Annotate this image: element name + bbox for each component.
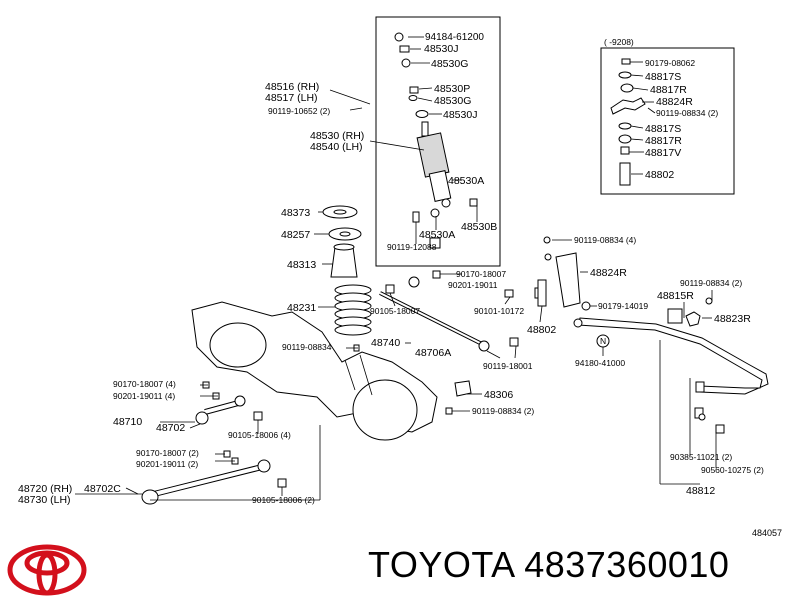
stabilizer-link: N <box>509 279 610 348</box>
label-90101-10172: 90101-10172 <box>474 306 524 316</box>
label-90170-18007-mid: 90170-18007 <box>456 269 506 279</box>
label-90179-08062: 90179-08062 <box>645 58 695 68</box>
label-48802: 48802 <box>527 324 556 336</box>
label-90170-18007-4: 90170-18007 (4) <box>113 379 176 389</box>
brand-name: TOYOTA <box>368 544 514 585</box>
stabilizer-bushing <box>667 297 713 327</box>
label-48530J-mid: 48530J <box>443 109 477 121</box>
label-48530G-top: 48530G <box>431 58 468 70</box>
label-90201-19011-mid: 90201-19011 <box>448 280 498 290</box>
coil-spring-assembly <box>322 205 372 336</box>
label-90105-18006-2: 90105-18006 (2) <box>252 495 315 505</box>
label-48530G-mid: 48530G <box>434 95 471 107</box>
label-48815R: 48815R <box>657 290 694 302</box>
label-48710: 48710 <box>113 416 142 428</box>
label-48817S-b: 48817S <box>645 123 681 135</box>
label-94184-61200: 94184-61200 <box>425 32 484 43</box>
rear-axle-housing <box>191 301 438 441</box>
label-48817R-a: 48817R <box>650 84 687 96</box>
label-48530P: 48530P <box>434 83 470 95</box>
label-48702C: 48702C <box>84 483 121 495</box>
label-90385-11021: 90385-11021 (2) <box>670 452 732 462</box>
label-90119-08834-2-right: 90119-08834 (2) <box>680 278 742 288</box>
label-48231: 48231 <box>287 302 316 314</box>
label-90119-18001: 90119-18001 <box>483 361 533 371</box>
label-48720: 48720 (RH) <box>18 483 72 495</box>
label-inset-range: ( -9208) <box>604 37 634 47</box>
label-90105-18007: 90105-18007 <box>370 306 420 316</box>
label-90179-14019: 90179-14019 <box>598 301 648 311</box>
label-48817V: 48817V <box>645 147 681 159</box>
inset-link-parts <box>610 58 646 186</box>
shock-absorber <box>394 32 478 249</box>
label-48740: 48740 <box>371 337 400 349</box>
svg-text:N: N <box>600 336 606 346</box>
label-48530J-top: 48530J <box>424 43 458 55</box>
lower-control-arm <box>141 459 271 505</box>
label-48306: 48306 <box>484 389 513 401</box>
label-48257: 48257 <box>281 229 310 241</box>
label-48730: 48730 (LH) <box>18 494 71 506</box>
part-number: 4837360010 <box>524 544 730 585</box>
label-48702: 48702 <box>156 422 185 434</box>
label-90105-18006-4: 90105-18006 (4) <box>228 430 291 440</box>
label-48540-lh: 48540 (LH) <box>310 141 363 153</box>
label-48823R: 48823R <box>714 313 751 325</box>
label-48517: 48517 (LH) <box>265 92 318 104</box>
label-48530A-right: 48530A <box>448 175 484 187</box>
label-48530-rh: 48530 (RH) <box>310 130 364 142</box>
label-90119-08834-2-low: 90119-08834 (2) <box>472 406 534 416</box>
label-90119-10652: 90119-10652 (2) <box>268 106 330 116</box>
label-90201-19011-2: 90201-19011 (2) <box>136 459 198 469</box>
label-48812: 48812 <box>686 485 715 497</box>
label-48516: 48516 (RH) <box>265 81 319 93</box>
label-48706A: 48706A <box>415 347 451 359</box>
label-48313: 48313 <box>287 259 316 271</box>
lateral-control-rod <box>379 276 490 352</box>
part-labels: 94184-61200 48530J 48530G 48516 (RH) 485… <box>18 32 764 506</box>
label-94180-41000: 94180-41000 <box>575 358 625 368</box>
label-48817R-b: 48817R <box>645 135 682 147</box>
label-48802-inset: 48802 <box>645 169 674 181</box>
upper-control-arm <box>195 395 246 425</box>
label-90119-08834-inset: 90119-08834 (2) <box>656 108 718 118</box>
label-48824R-inset: 48824R <box>656 96 693 108</box>
label-48824R: 48824R <box>590 267 627 279</box>
label-90119-08834-a: 90119-08834 <box>282 342 332 352</box>
shock-absorber-group-box <box>375 16 501 267</box>
diagram-code: 484057 <box>752 528 783 538</box>
label-48373: 48373 <box>281 207 310 219</box>
label-90201-19011-4: 90201-19011 (4) <box>113 391 175 401</box>
toyota-logo-icon <box>7 544 87 596</box>
stabilizer-bar <box>573 317 769 395</box>
label-90560-10275: 90560-10275 (2) <box>701 465 764 475</box>
label-48817S-a: 48817S <box>645 71 681 83</box>
footer-title: TOYOTA 4837360010 <box>368 544 729 586</box>
stabilizer-link-inset-box <box>600 47 735 195</box>
leader-lines <box>75 36 717 501</box>
label-48530A-low: 48530A <box>419 229 455 241</box>
label-48530B: 48530B <box>461 221 497 233</box>
label-90119-08834-4: 90119-08834 (4) <box>574 235 636 245</box>
label-90170-18007-2: 90170-18007 (2) <box>136 448 199 458</box>
label-90119-12088: 90119-12088 <box>387 242 437 252</box>
